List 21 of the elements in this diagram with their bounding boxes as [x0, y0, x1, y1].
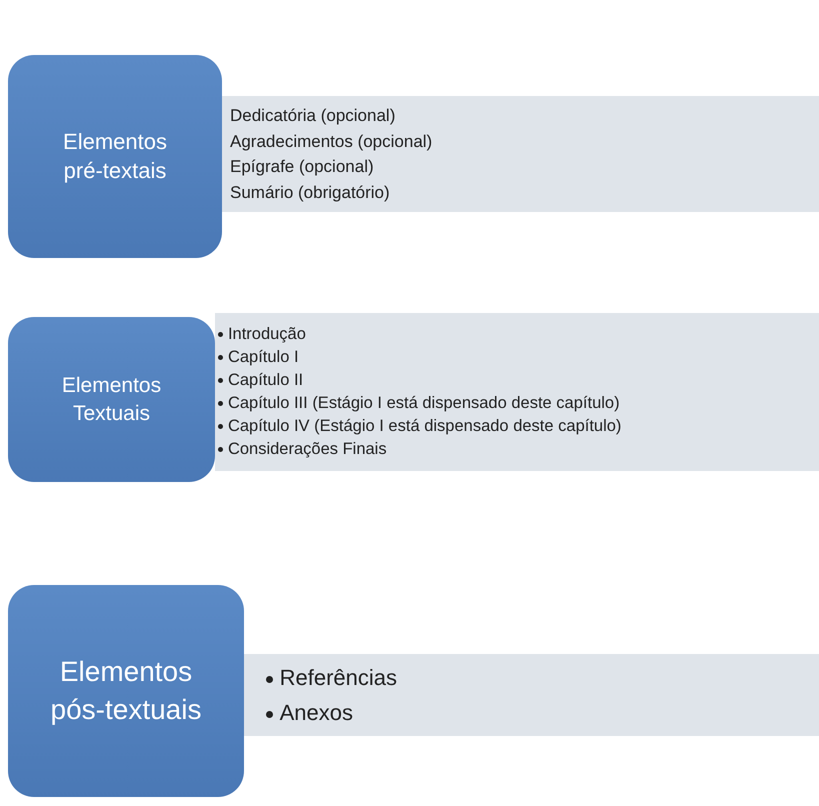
content-panel	[244, 654, 819, 736]
list-item: Dedicatória (opcional)	[230, 106, 396, 125]
list-item: Introdução	[228, 324, 306, 343]
list-item: Anexos	[280, 700, 353, 725]
section-title: Elementos pós-textuais	[50, 655, 202, 727]
list-item: Capítulo II	[228, 370, 304, 389]
section-title: Elementos pré-textais	[62, 128, 168, 185]
section-box	[8, 317, 215, 482]
list-item: Epígrafe (opcional)	[230, 157, 374, 176]
list-item: Referências	[280, 664, 397, 690]
content-panel	[222, 96, 819, 212]
list-item: Capítulo I	[228, 348, 299, 366]
content-panel	[215, 313, 819, 471]
section-box	[8, 55, 222, 258]
section-box	[8, 585, 244, 797]
list-item: Sumário (obrigatório)	[230, 182, 390, 202]
list-item: Agradecimentos (opcional)	[230, 132, 432, 150]
section-title: Elementos Textuais	[60, 373, 162, 426]
list-item: Capítulo IV (Estágio I está dispensado deste capítulo)	[228, 417, 622, 436]
list-item: Considerações Finais	[228, 440, 387, 458]
list-item: Capítulo III (Estágio I está dispensado deste capítulo)	[228, 394, 620, 412]
